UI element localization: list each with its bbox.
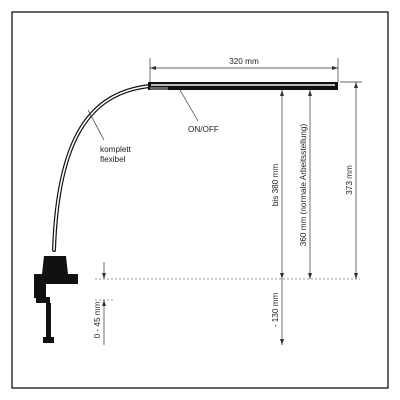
arrow-down-icon (280, 273, 284, 279)
switch-label: ON/OFF (188, 125, 219, 134)
arrow-up-icon (280, 90, 284, 96)
lamp-head-highlight (151, 84, 335, 86)
flexible-arm (52, 84, 152, 252)
dim-373-label: 373 mm (345, 165, 354, 195)
dim-360-label: 360 mm (normale Arbeitsstellung) (299, 124, 308, 247)
frame-border (11, 11, 389, 389)
flex-label-1: komplett (100, 145, 132, 154)
dim-380-label: bis 380 mm (271, 164, 280, 206)
flex-leader (87, 109, 105, 141)
arrow-down-icon (354, 273, 358, 279)
arrow-down-icon (308, 273, 312, 279)
arrow-up-icon (308, 90, 312, 96)
arrow-down-icon (102, 273, 106, 279)
arrow-up-icon (102, 300, 106, 306)
width-label: 320 mm (229, 57, 259, 66)
flexible-arm-highlight (53, 85, 151, 251)
clamp-knob-icon (43, 337, 54, 343)
clamp-foot (36, 297, 50, 303)
arrow-right-icon (332, 66, 338, 70)
arrow-up-icon (354, 82, 358, 88)
lamp-base (42, 256, 68, 274)
switch-leader (179, 89, 199, 122)
clamp-screw-icon (46, 303, 51, 339)
arrow-down-icon (280, 339, 284, 345)
clamp-side (34, 284, 46, 298)
arrow-left-icon (150, 66, 156, 70)
clamp-top-plate (34, 274, 78, 284)
flex-label-2: flexibel (100, 155, 126, 164)
clamp-range-label: 0 - 45 mm (93, 301, 102, 338)
dim-130-label: - 130 mm (271, 293, 280, 328)
switch-icon (150, 87, 168, 90)
